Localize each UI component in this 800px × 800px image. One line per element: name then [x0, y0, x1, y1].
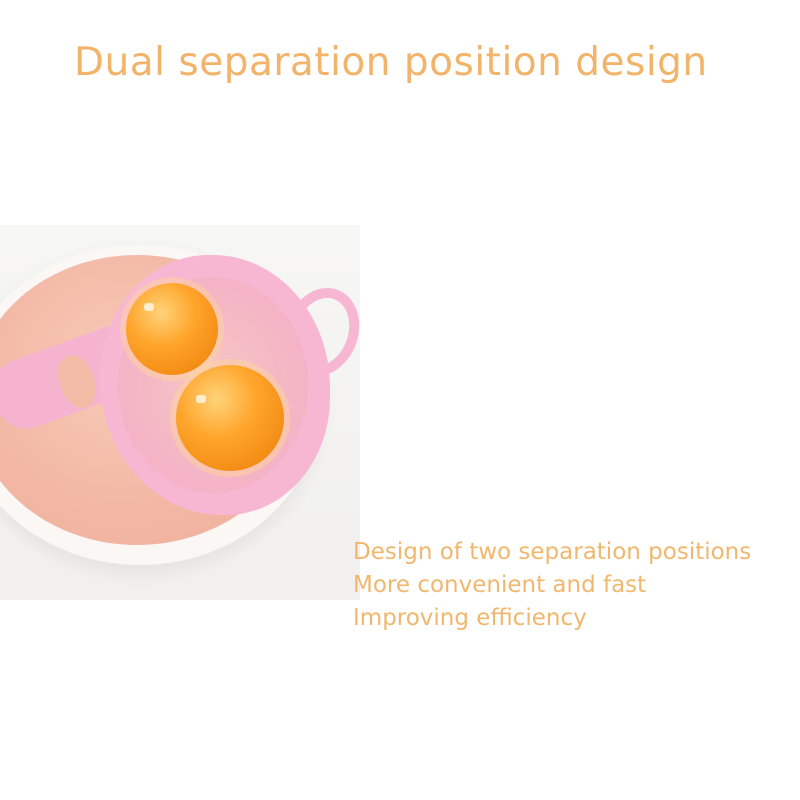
product-photo	[0, 225, 360, 600]
feature-list: Design of two separation positions More …	[353, 536, 751, 635]
feature-item: Design of two separation positions	[353, 539, 752, 565]
egg-yolk-top	[126, 283, 218, 375]
feature-item: Improving efficiency	[353, 605, 587, 631]
page-title: Dual separation position design	[74, 40, 708, 85]
egg-yolk-bottom	[176, 365, 284, 471]
feature-item: More convenient and fast	[353, 572, 647, 598]
